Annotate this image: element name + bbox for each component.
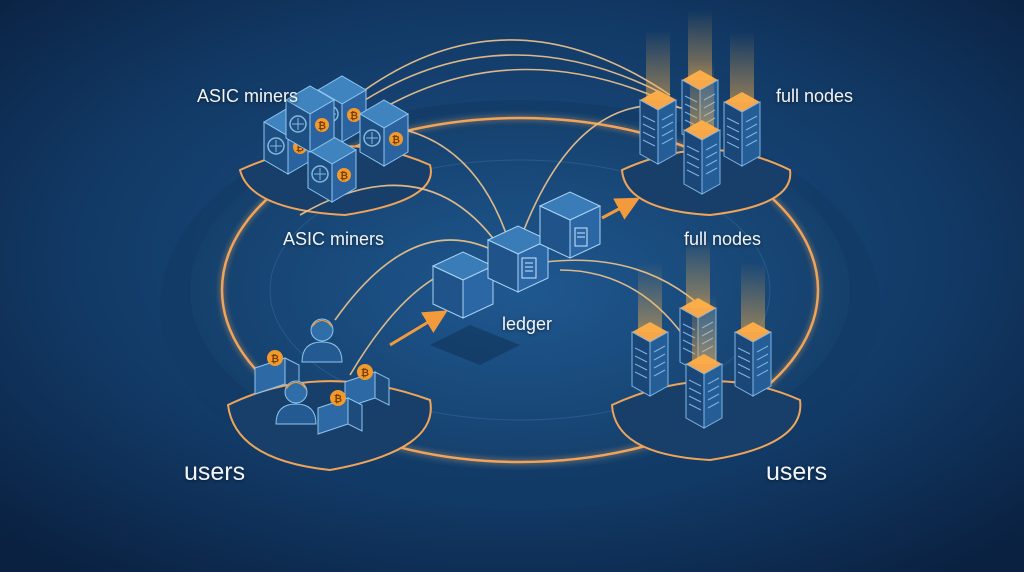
- users-left-label: users: [184, 458, 246, 486]
- connection-miners-nodes-1: [344, 39, 671, 106]
- ledger-label: ledger: [502, 314, 553, 334]
- arrow-users-to-ledger: [389, 310, 448, 347]
- flow-arrows: [389, 197, 640, 347]
- connection-ledger-nodes-bottom-2: [559, 269, 691, 346]
- network-disc-inner: [269, 159, 771, 421]
- ledger-chain: [432, 191, 601, 319]
- full-nodes-bottom-label: full nodes: [684, 229, 762, 249]
- arrow-ledger-to-nodes: [601, 197, 640, 220]
- asic-miners-top-label: ASIC miners: [197, 86, 299, 106]
- ledger-block-1: [432, 251, 494, 319]
- asic-miners-bottom-label: ASIC miners: [283, 229, 385, 249]
- ledger-block-3: [539, 191, 601, 259]
- connection-miners-nodes-2: [364, 54, 676, 101]
- ledger-block-2: [487, 225, 549, 293]
- network-ring: [220, 116, 820, 464]
- asic-miner-icon: [359, 99, 409, 167]
- connection-miners-nodes-3: [379, 68, 681, 111]
- document-icon: [521, 227, 588, 279]
- full-nodes-top-label: full nodes: [776, 86, 854, 106]
- users-right-label: users: [766, 458, 828, 486]
- connection-lines: [299, 39, 716, 376]
